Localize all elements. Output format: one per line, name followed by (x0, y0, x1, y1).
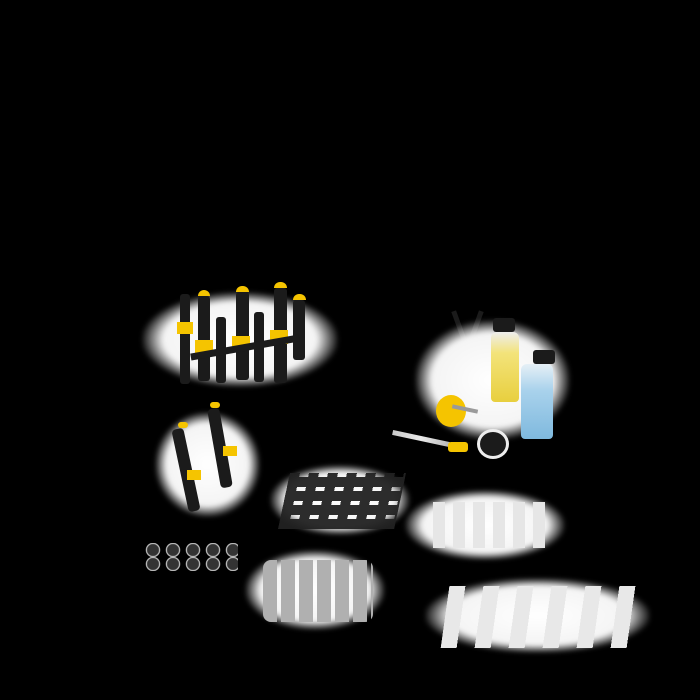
spray-bottle-yellow (491, 332, 519, 402)
stand-clamp (223, 446, 237, 456)
clips-group (270, 465, 410, 535)
flat-brackets (433, 502, 551, 548)
trigger-head (533, 350, 555, 364)
lance-grip (448, 442, 468, 452)
knobs (143, 543, 238, 571)
stand-post (198, 296, 210, 381)
clips-grid (278, 473, 406, 529)
flat-brackets-group (405, 490, 565, 560)
stand-cap (274, 282, 287, 288)
u-brackets-group (245, 550, 385, 630)
stand-cap (210, 402, 220, 408)
stand-cap (293, 294, 306, 300)
knobs-group (143, 543, 243, 573)
angle-brackets-group (425, 578, 650, 653)
angle-brackets (440, 586, 640, 648)
stand-post (293, 300, 305, 360)
stand-cap (178, 422, 188, 428)
lance-tube (392, 430, 450, 447)
support-stands-group (142, 282, 338, 392)
stand-cap (236, 286, 249, 292)
brush-disc (430, 393, 480, 433)
stand-clamp (187, 470, 201, 480)
stand-cap (198, 290, 210, 296)
u-brackets (263, 560, 373, 622)
black-cap (480, 432, 506, 456)
stand-post (180, 294, 190, 384)
stand-clamp (177, 322, 193, 334)
trigger-head (493, 318, 515, 332)
spray-bottle-blue (521, 364, 553, 439)
disc (436, 395, 466, 427)
double-stands-group (150, 392, 260, 520)
shadow (155, 412, 260, 517)
lance (390, 428, 470, 458)
